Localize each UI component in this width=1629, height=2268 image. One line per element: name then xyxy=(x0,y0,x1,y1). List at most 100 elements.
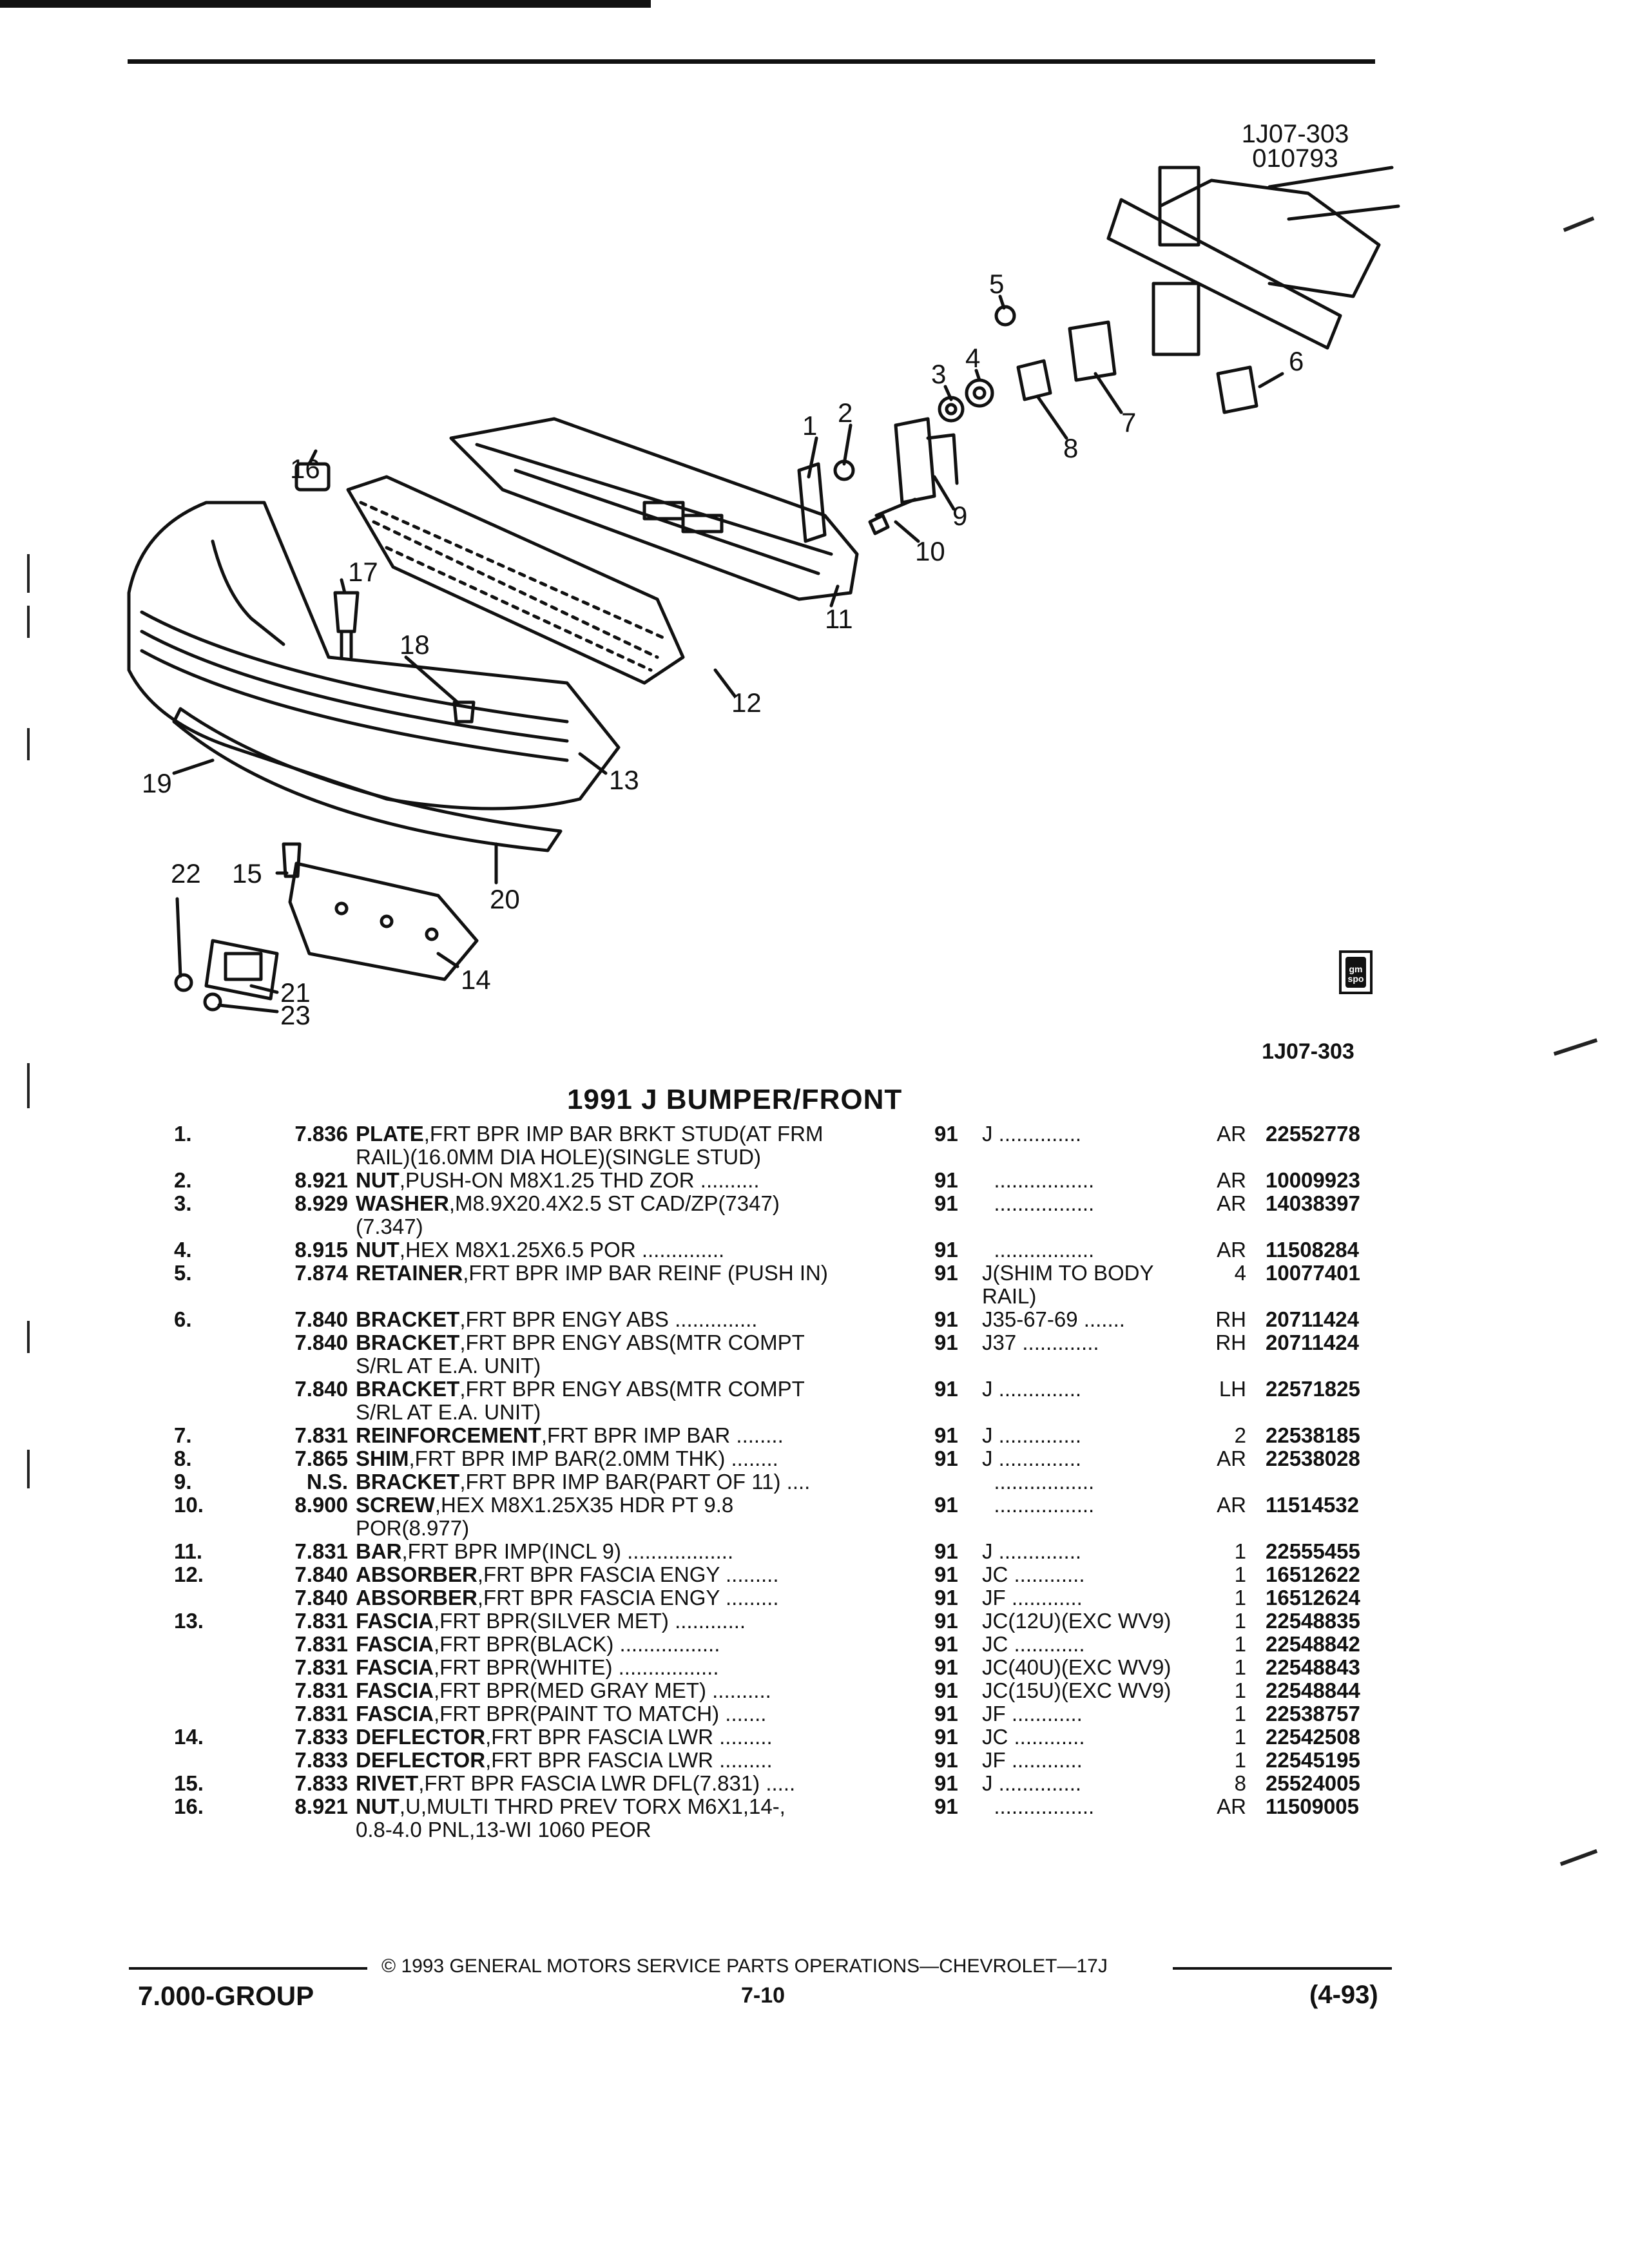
part-model-text: J(SHIM TO BODY xyxy=(982,1261,1154,1285)
fastener-18 xyxy=(452,700,476,724)
part-description: FASCIA,FRT BPR(PAINT TO MATCH) ....... xyxy=(356,1702,1058,1725)
callout-13: 13 xyxy=(609,765,639,795)
part-group-number: 8.915 xyxy=(294,1238,348,1262)
fastener-17 xyxy=(333,591,360,659)
footer-rule-left xyxy=(129,1967,367,1970)
part-item-number: 4. xyxy=(174,1238,192,1262)
part-quantity: 1 xyxy=(1234,1586,1246,1610)
part-model: J .............. xyxy=(982,1378,1214,1401)
part-model: JC ............ xyxy=(982,1633,1214,1656)
part-quantity: AR xyxy=(1217,1168,1246,1192)
part-year: 91 xyxy=(934,1748,958,1772)
part-model: ................. xyxy=(982,1795,1214,1818)
part-item-number: 16. xyxy=(174,1794,204,1818)
part-number: 14038397 xyxy=(1266,1191,1360,1215)
part-name: DEFLECTOR xyxy=(356,1725,486,1749)
part-number: 22538757 xyxy=(1266,1702,1360,1725)
part-year: 91 xyxy=(934,1586,958,1610)
callout-16: 16 xyxy=(290,454,320,484)
part-quantity: 4 xyxy=(1234,1261,1246,1285)
part-quantity: AR xyxy=(1217,1238,1246,1262)
part-description: FASCIA,FRT BPR(SILVER MET) ............ xyxy=(356,1610,1058,1633)
part-model-text: J .............. xyxy=(982,1423,1082,1447)
part-number: 22555455 xyxy=(1266,1539,1360,1563)
part-description: BAR,FRT BPR IMP(INCL 9) ................… xyxy=(356,1540,1058,1563)
part-description: ABSORBER,FRT BPR FASCIA ENGY ......... xyxy=(356,1586,1058,1610)
part-description-text: ,FRT BPR ENGY ABS .............. xyxy=(459,1307,758,1331)
part-group-number: 7.831 xyxy=(294,1609,348,1633)
part-name: BAR xyxy=(356,1539,402,1563)
part-number: 11508284 xyxy=(1266,1238,1360,1262)
part-description-text: ,HEX M8X1.25X6.5 POR .............. xyxy=(399,1238,725,1262)
part-year: 91 xyxy=(934,1122,958,1146)
margin-mark xyxy=(1563,216,1595,233)
callout-6: 6 xyxy=(1289,346,1304,376)
part-description-text: ,FRT BPR IMP BAR(PART OF 11) .... xyxy=(459,1470,811,1494)
body-bracket xyxy=(1158,166,1200,247)
part-description-continued: S/RL AT E.A. UNIT) xyxy=(356,1354,541,1378)
part-description-text: ,FRT BPR IMP BAR ........ xyxy=(541,1423,784,1447)
part-model-text: JC ............ xyxy=(982,1632,1085,1656)
part-description-continued: 0.8-4.0 PNL,13-WI 1060 PEOR xyxy=(356,1818,651,1841)
part-description-text: ,FRT BPR ENGY ABS(MTR COMPT xyxy=(459,1377,805,1401)
part-year: 91 xyxy=(934,1609,958,1633)
binding-mark xyxy=(27,1450,30,1488)
part-model: JC ............ xyxy=(982,1563,1214,1586)
stud-16 xyxy=(294,462,331,492)
part-model: J37 ............. xyxy=(982,1331,1214,1354)
part-group-number: 7.840 xyxy=(294,1377,348,1401)
callout-labels: 1 2 3 4 5 6 7 8 9 10 11 12 13 14 15 16 1… xyxy=(142,269,1304,1030)
part-model-text: J35-67-69 ....... xyxy=(982,1307,1125,1331)
part-model: J .............. xyxy=(982,1772,1214,1795)
footer-page: 7-10 xyxy=(741,1983,786,2008)
part-description-continued: POR(8.977) xyxy=(356,1516,470,1540)
part-name: NUT xyxy=(356,1168,400,1192)
part-name: ABSORBER xyxy=(356,1586,477,1610)
part-description-text: ,FRT BPR FASCIA ENGY ......... xyxy=(477,1562,779,1586)
part-number: 22548844 xyxy=(1266,1678,1360,1702)
part-year: 91 xyxy=(934,1493,958,1517)
part-item-number: 13. xyxy=(174,1609,204,1633)
nut-4 xyxy=(965,378,994,408)
bracket-9 xyxy=(894,417,959,505)
part-description-text: ,FRT BPR(PAINT TO MATCH) ....... xyxy=(434,1702,767,1725)
part-description-text: ,FRT BPR IMP(INCL 9) .................. xyxy=(401,1539,734,1563)
part-model: ................. xyxy=(982,1470,1214,1494)
part-quantity: AR xyxy=(1217,1794,1246,1818)
part-item-number: 2. xyxy=(174,1168,192,1192)
part-name: PLATE xyxy=(356,1122,424,1146)
deflector xyxy=(288,861,479,981)
part-description-text: ,FRT BPR FASCIA LWR ......... xyxy=(485,1725,773,1749)
part-quantity: 8 xyxy=(1234,1771,1246,1795)
callout-1: 1 xyxy=(802,410,817,441)
part-description: RETAINER,FRT BPR IMP BAR REINF (PUSH IN) xyxy=(356,1262,1058,1285)
part-number: 16512624 xyxy=(1266,1586,1360,1610)
part-year: 91 xyxy=(934,1794,958,1818)
figure-code: 1J07-303 xyxy=(1262,1039,1354,1064)
callout-17: 17 xyxy=(348,557,378,587)
part-description-text: ,U,MULTI THRD PREV TORX M6X1,14-, xyxy=(399,1794,786,1818)
screw-22 xyxy=(174,973,193,992)
binding-mark xyxy=(27,1063,30,1108)
part-description-text: ,HEX M8X1.25X35 HDR PT 9.8 xyxy=(434,1493,734,1517)
part-model: JF ............ xyxy=(982,1586,1214,1610)
part-number: 22538028 xyxy=(1266,1446,1360,1470)
part-item-number: 15. xyxy=(174,1771,204,1795)
part-group-number: 7.840 xyxy=(294,1307,348,1331)
part-model-text: JC(40U)(EXC WV9) xyxy=(982,1655,1171,1679)
part-quantity: 1 xyxy=(1234,1539,1246,1563)
part-quantity: RH xyxy=(1215,1307,1246,1331)
part-quantity: 1 xyxy=(1234,1562,1246,1586)
part-description: DEFLECTOR,FRT BPR FASCIA LWR ......... xyxy=(356,1749,1058,1772)
part-group-number: 7.831 xyxy=(294,1423,348,1447)
part-group-number: 8.921 xyxy=(294,1168,348,1192)
part-number: 20711424 xyxy=(1266,1307,1360,1331)
